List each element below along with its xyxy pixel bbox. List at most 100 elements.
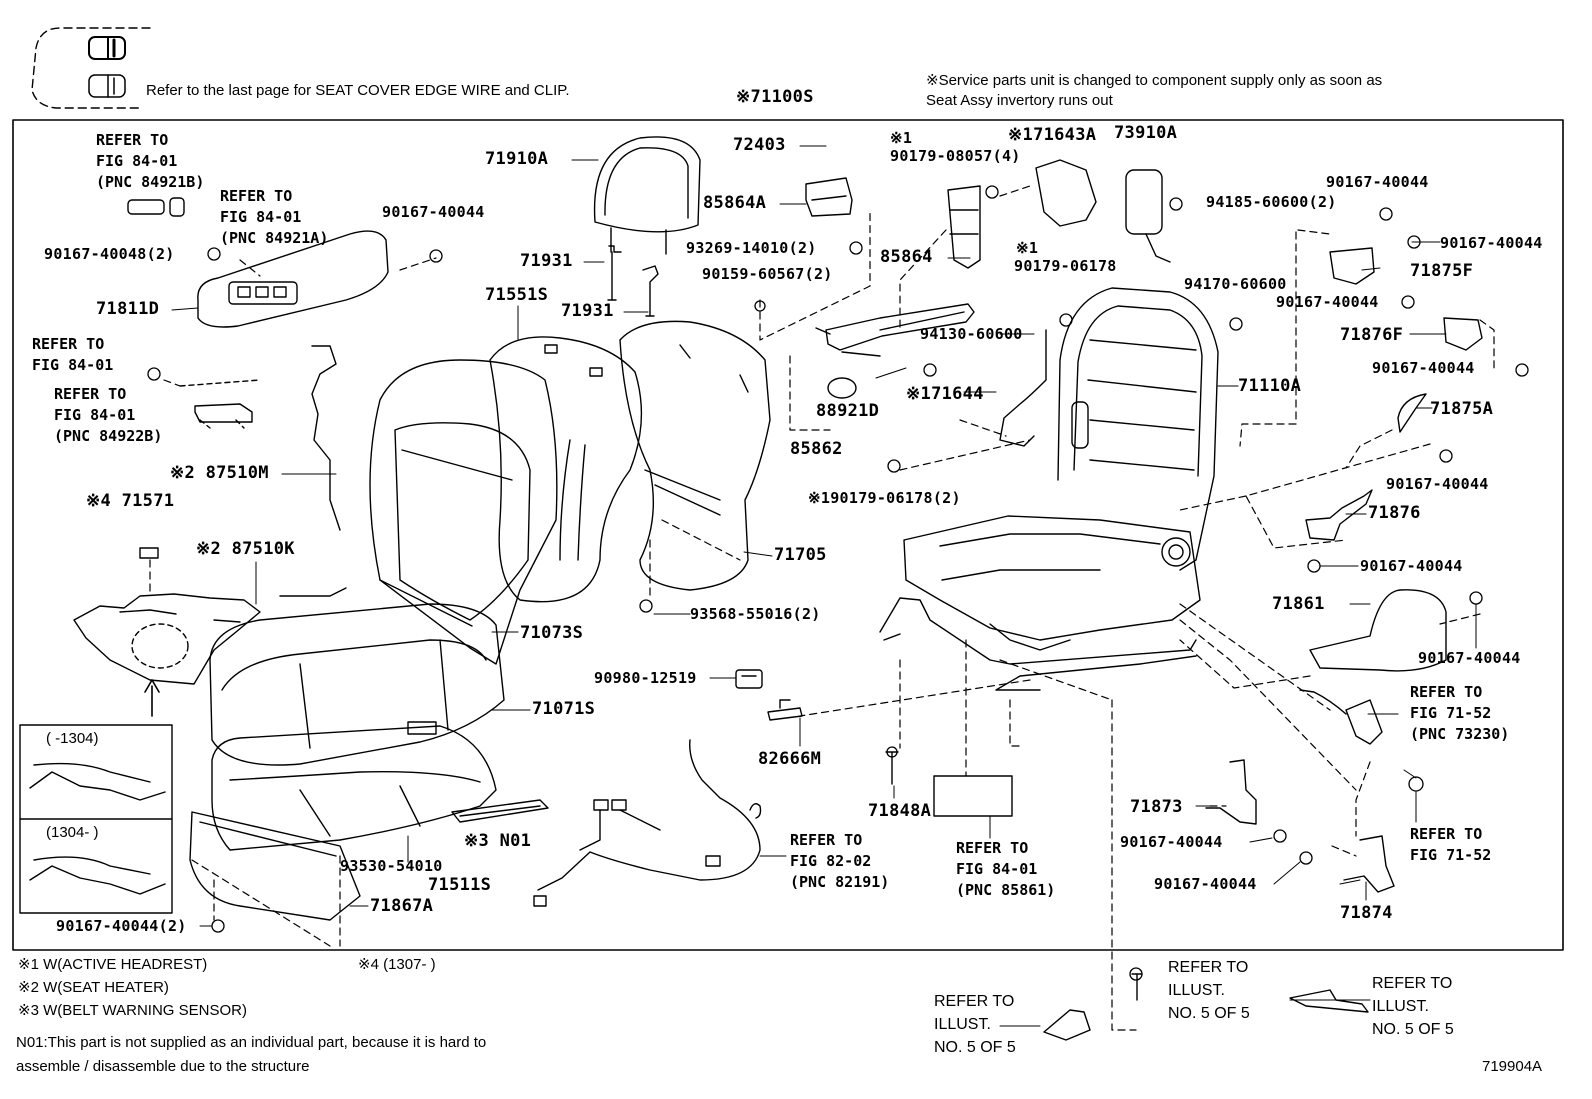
main-frame bbox=[12, 119, 1564, 951]
inset-arrow bbox=[144, 679, 160, 717]
cushion-frame-71867A bbox=[189, 811, 361, 921]
part-71875F[interactable]: 71875F bbox=[1410, 261, 1474, 281]
part-94170-60600[interactable]: 94170-60600 bbox=[1184, 275, 1287, 293]
part-71910A[interactable]: 71910A bbox=[485, 149, 549, 169]
refer-fig84-01-85861[interactable]: REFER TO FIG 84-01 (PNC 85861) bbox=[956, 838, 1055, 901]
refer-fig82-02[interactable]: REFER TO FIG 82-02 (PNC 82191) bbox=[790, 830, 889, 893]
part-N01[interactable]: ※3 N01 bbox=[464, 831, 532, 851]
part-90167-40044-bl2[interactable]: 90167-40044 bbox=[1154, 875, 1257, 893]
part-93530-54010[interactable]: 93530-54010 bbox=[340, 857, 443, 875]
recliner-motor-85864A bbox=[805, 177, 853, 217]
part-88921D[interactable]: 88921D bbox=[816, 401, 880, 421]
refer-line: FIG 84-01 bbox=[54, 406, 136, 424]
part-90167-40044-tl[interactable]: 90167-40044 bbox=[382, 203, 485, 221]
motor-85864 bbox=[947, 185, 981, 269]
part-90167-40044-tr4[interactable]: 90167-40044 bbox=[1372, 359, 1475, 377]
part-71073S[interactable]: 71073S bbox=[520, 623, 584, 643]
slide-motor-85862 bbox=[815, 303, 975, 357]
cover-71875F bbox=[1329, 247, 1375, 285]
pad-85861 bbox=[933, 775, 1013, 817]
airbag-module-73910A bbox=[1125, 169, 1171, 263]
part-71875A[interactable]: 71875A bbox=[1430, 399, 1494, 419]
part-94185-60600[interactable]: 94185-60600(2) bbox=[1206, 193, 1337, 211]
legend-note-1: ※1 W(ACTIVE HEADREST) bbox=[18, 956, 208, 973]
part-85864[interactable]: 85864 bbox=[880, 247, 933, 267]
part-90167-40044-r5[interactable]: 90167-40044 bbox=[1386, 475, 1489, 493]
part-71861[interactable]: 71861 bbox=[1272, 594, 1325, 614]
refer-fig71-52[interactable]: REFER TO FIG 71-52 bbox=[1410, 824, 1491, 866]
headrest bbox=[593, 136, 701, 255]
refer-line: FIG 84-01 bbox=[220, 208, 302, 226]
part-72403[interactable]: 72403 bbox=[733, 135, 786, 155]
part-71511S[interactable]: 71511S bbox=[428, 875, 492, 895]
bracket-71874 bbox=[1343, 835, 1395, 893]
part-71071S[interactable]: 71071S bbox=[532, 699, 596, 719]
part-71931-lower[interactable]: 71931 bbox=[561, 301, 614, 321]
seat-tracks bbox=[879, 597, 1197, 691]
part-71811D[interactable]: 71811D bbox=[96, 299, 160, 319]
refer-line: (PNC 84921A) bbox=[220, 229, 329, 247]
part-71110A[interactable]: 71110A bbox=[1238, 376, 1302, 396]
refer-line: FIG 84-01 bbox=[96, 152, 178, 170]
seat-cover-edge-wire-note: Refer to the last page for SEAT COVER ED… bbox=[146, 82, 570, 99]
legend-n01-line-2: assemble / disassemble due to the struct… bbox=[16, 1058, 310, 1075]
part-90167-40044-r6[interactable]: 90167-40044 bbox=[1360, 557, 1463, 575]
refer-line: REFER TO bbox=[934, 993, 1015, 1010]
part-85862[interactable]: 85862 bbox=[790, 439, 843, 459]
mat-71571-heater-87510K bbox=[73, 547, 347, 685]
part-90179-06178-x2[interactable]: ※190179-06178(2) bbox=[808, 489, 961, 507]
part-90167-40044-r7[interactable]: 90167-40044 bbox=[1418, 649, 1521, 667]
fasteners bbox=[147, 185, 1529, 981]
part-71873[interactable]: 71873 bbox=[1130, 797, 1183, 817]
part-71848A[interactable]: 71848A bbox=[868, 801, 932, 821]
part-90980-12519[interactable]: 90980-12519 bbox=[594, 669, 697, 687]
refer-illust-a[interactable]: REFER TO ILLUST. NO. 5 OF 5 bbox=[934, 990, 1016, 1059]
inset-label-bottom: (1304- ) bbox=[46, 824, 99, 841]
part-93568-55016[interactable]: 93568-55016(2) bbox=[690, 605, 821, 623]
part-90159-60567[interactable]: 90159-60567(2) bbox=[702, 265, 833, 283]
part-71876[interactable]: 71876 bbox=[1368, 503, 1421, 523]
part-90167-40044-tr3[interactable]: 90167-40044 bbox=[1276, 293, 1379, 311]
refer-illust-c[interactable]: REFER TO ILLUST. NO. 5 OF 5 bbox=[1372, 972, 1454, 1041]
refer-line: REFER TO bbox=[54, 385, 127, 403]
part-71705[interactable]: 71705 bbox=[774, 545, 827, 565]
part-90167-40048[interactable]: 90167-40048(2) bbox=[44, 245, 175, 263]
assembly-code-71100S: ※71100S bbox=[736, 87, 814, 107]
part-71571[interactable]: ※4 71571 bbox=[86, 491, 175, 511]
cap-88921D bbox=[827, 377, 857, 399]
part-71644[interactable]: ※171644 bbox=[906, 384, 984, 404]
part-87510M[interactable]: ※2 87510M bbox=[170, 463, 269, 483]
inset-label-top: ( -1304) bbox=[46, 730, 99, 747]
refer-fig84-01[interactable]: REFER TO FIG 84-01 bbox=[32, 334, 113, 376]
part-71643A[interactable]: ※171643A bbox=[1008, 125, 1097, 145]
part-71876F[interactable]: 71876F bbox=[1340, 325, 1404, 345]
part-73910A[interactable]: 73910A bbox=[1114, 123, 1178, 143]
bracket-71873 bbox=[1205, 759, 1257, 825]
part-71874[interactable]: 71874 bbox=[1340, 903, 1393, 923]
seatback-frame-71110A bbox=[1057, 287, 1219, 571]
part-82666M[interactable]: 82666M bbox=[758, 749, 822, 769]
part-90167-40044-tr1[interactable]: 90167-40044 bbox=[1326, 173, 1429, 191]
part-90179-08057[interactable]: 90179-08057(4) bbox=[890, 147, 1021, 165]
refer-fig84-01-84922B[interactable]: REFER TO FIG 84-01 (PNC 84922B) bbox=[54, 384, 162, 447]
part-93269-14010[interactable]: 93269-14010(2) bbox=[686, 239, 817, 257]
refer-line: REFER TO bbox=[1410, 825, 1483, 843]
part-71867A[interactable]: 71867A bbox=[370, 896, 434, 916]
part-94130-60600[interactable]: 94130-60600 bbox=[920, 325, 1023, 343]
refer-fig84-01-84921B[interactable]: REFER TO FIG 84-01 (PNC 84921B) bbox=[96, 130, 204, 193]
refer-illust-b[interactable]: REFER TO ILLUST. NO. 5 OF 5 bbox=[1168, 956, 1250, 1025]
part-71551S[interactable]: 71551S bbox=[485, 285, 549, 305]
part-85864A[interactable]: 85864A bbox=[703, 193, 767, 213]
refer-line: (PNC 82191) bbox=[790, 873, 890, 891]
part-71931-upper[interactable]: 71931 bbox=[520, 251, 573, 271]
part-87510K[interactable]: ※2 87510K bbox=[196, 539, 295, 559]
part-90179-06178[interactable]: 90179-06178 bbox=[1014, 257, 1117, 275]
refer-line: FIG 71-52 bbox=[1410, 846, 1492, 864]
part-90167-40044-bl1[interactable]: 90167-40044 bbox=[1120, 833, 1223, 851]
refer-fig71-52-73230[interactable]: REFER TO FIG 71-52 (PNC 73230) bbox=[1410, 682, 1509, 745]
clip-82666M bbox=[767, 699, 803, 721]
part-90167-40044-bottom[interactable]: 90167-40044(2) bbox=[56, 917, 187, 935]
part-90167-40044-tr2[interactable]: 90167-40044 bbox=[1440, 234, 1543, 252]
refer-fig84-01-84921A[interactable]: REFER TO FIG 84-01 (PNC 84921A) bbox=[220, 186, 328, 249]
wire-harness-82191 bbox=[533, 739, 762, 907]
